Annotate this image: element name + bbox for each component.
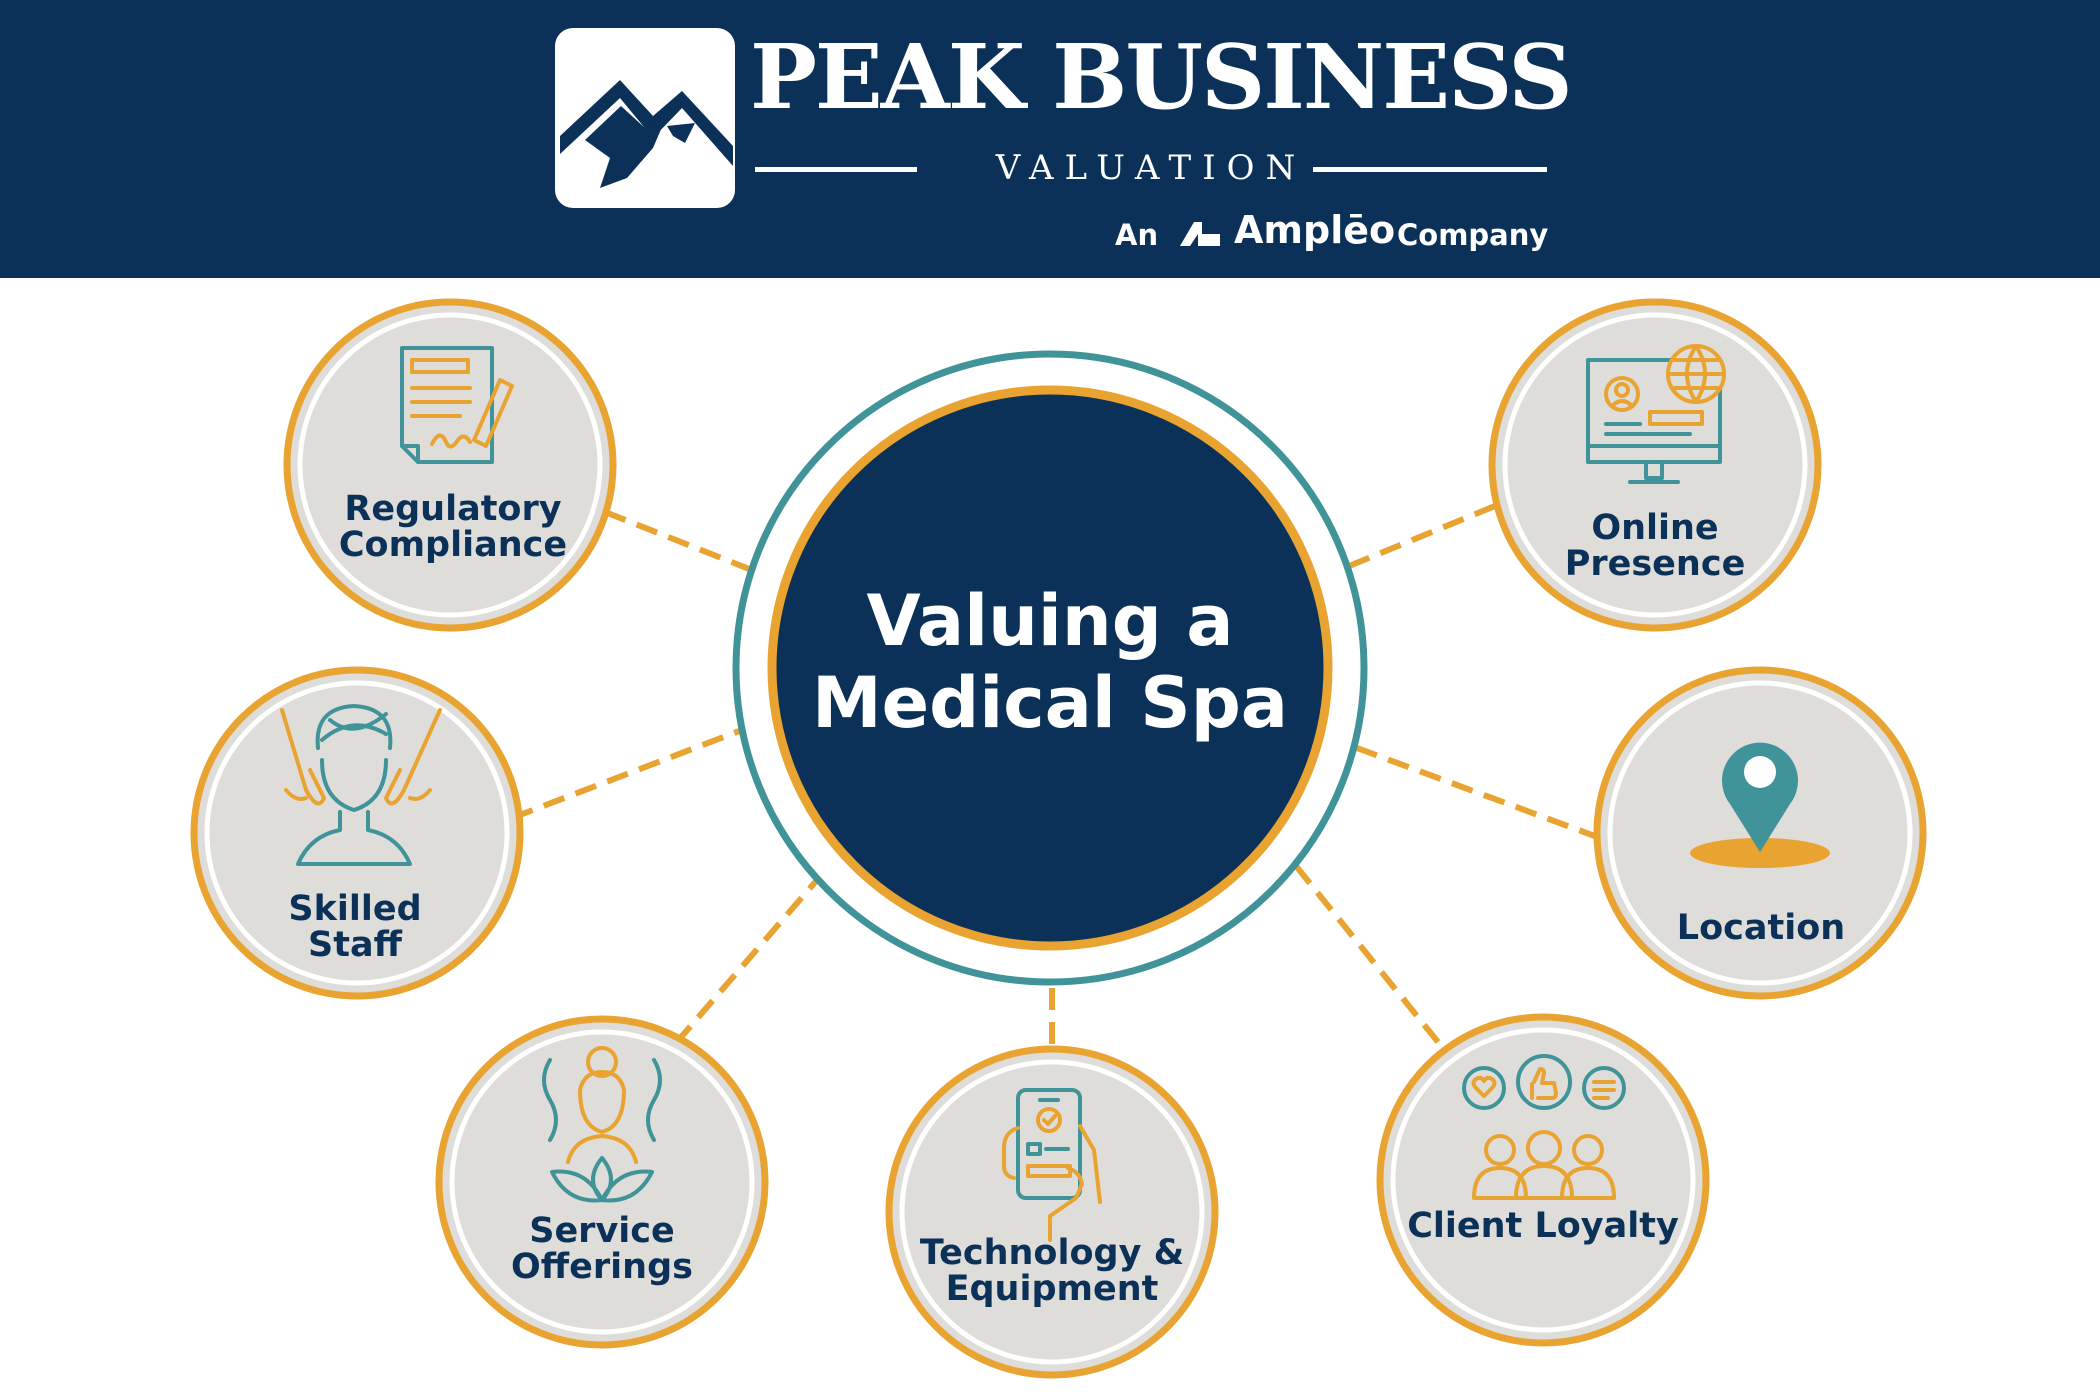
label-line: Location: [1676, 908, 1846, 948]
node-service: [435, 1015, 769, 1349]
label-line: Compliance: [338, 525, 568, 565]
client-feedback-icon: [1462, 1054, 1626, 1200]
connector-service: [673, 856, 839, 1045]
company-line: An Amplēo Company: [1060, 206, 1552, 256]
node-regulatory: [283, 298, 617, 632]
header-banner: PEAK BUSINESS VALUATION An Amplēo Compan…: [0, 0, 2100, 278]
connector-regulatory: [603, 509, 774, 581]
label-line: Equipment: [945, 1269, 1159, 1309]
connector-online: [1323, 503, 1497, 579]
label-line: Online: [1591, 508, 1719, 548]
connector-loyalty: [1272, 838, 1441, 1044]
label-loyalty: Client Loyalty: [1393, 1208, 1693, 1244]
label-line: Presence: [1564, 544, 1746, 584]
center-title-line1: Valuing a: [866, 580, 1234, 662]
label-location: Location: [1611, 910, 1911, 946]
smartphone-hand-icon: [1002, 1088, 1102, 1242]
label-staff: Skilled Staff: [205, 891, 505, 963]
center-circle: [767, 385, 1333, 951]
label-line: Service: [529, 1211, 675, 1251]
document-signature-icon: [400, 346, 514, 464]
company-word: Company: [1397, 218, 1549, 252]
web-monitor-icon: [1586, 344, 1726, 484]
map-pin-icon: [1690, 742, 1830, 868]
label-line: Offerings: [511, 1247, 693, 1287]
company-an: An: [1115, 218, 1159, 252]
brand-subtitle: VALUATION: [995, 148, 1307, 188]
label-regulatory: Regulatory Compliance: [303, 491, 603, 563]
label-service: Service Offerings: [452, 1213, 752, 1285]
center-title: Valuing a Medical Spa: [770, 580, 1330, 744]
connector-location: [1328, 735, 1602, 841]
label-technology: Technology & Equipment: [902, 1235, 1202, 1307]
brand-name: PEAK BUSINESS: [750, 24, 1573, 129]
label-line: Client Loyalty: [1407, 1206, 1679, 1246]
label-line: Regulatory: [344, 489, 562, 529]
connector-staff: [510, 717, 770, 821]
label-online: Online Presence: [1505, 510, 1805, 582]
node-staff: [190, 666, 524, 1000]
label-line: Staff: [308, 925, 402, 965]
facial-massage-icon: [280, 704, 442, 866]
node-online: [1488, 298, 1822, 632]
company-ampleo: Amplēo: [1234, 208, 1396, 252]
center-title-line2: Medical Spa: [811, 662, 1289, 744]
mountain-logo: [555, 28, 735, 208]
label-line: Technology &: [919, 1233, 1185, 1273]
node-loyalty: [1376, 1013, 1710, 1347]
node-technology: [885, 1045, 1219, 1379]
brand-rule-right: [1313, 167, 1547, 172]
ampleo-mark-icon: [1180, 222, 1220, 246]
brand-sub-wrap: VALUATION: [755, 148, 1547, 188]
mountain-icon: [560, 80, 733, 188]
brand-rule-left: [755, 167, 917, 172]
spa-wellness-icon: [542, 1046, 662, 1203]
label-line: Skilled: [288, 889, 422, 929]
